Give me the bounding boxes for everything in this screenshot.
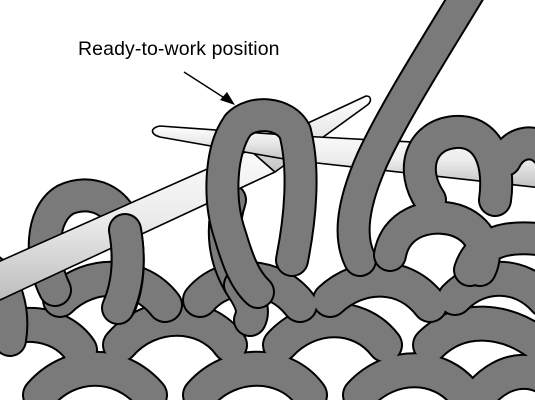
ready-to-work-stitch <box>205 98 318 309</box>
working-yarn <box>336 0 484 277</box>
right-needle-stitches <box>373 115 535 287</box>
callout-arrow <box>183 71 235 105</box>
callout-label: Ready-to-work position <box>78 38 280 60</box>
knitted-fabric-rows <box>0 260 535 400</box>
